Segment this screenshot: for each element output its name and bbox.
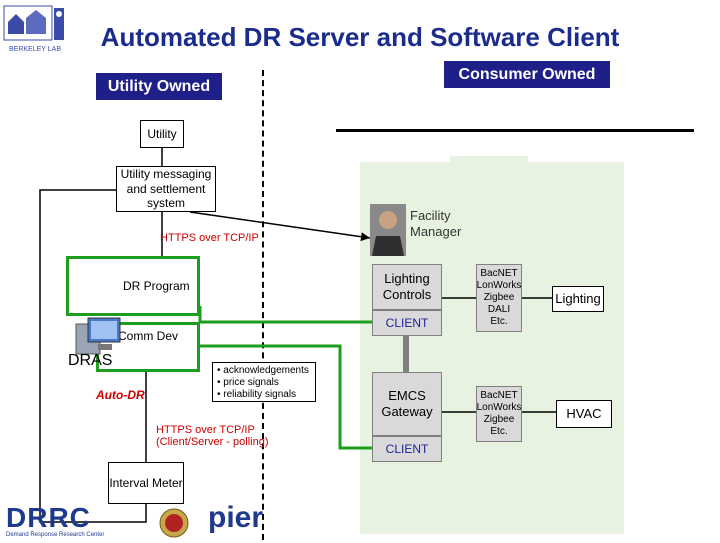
consumer-owned-tag: Consumer Owned (444, 61, 610, 88)
drrc-subtitle: Demand Response Research Center (6, 532, 105, 538)
utility-messaging-box: Utility messaging and settlement system (116, 166, 216, 212)
client-label-lighting: CLIENT (385, 316, 429, 330)
https-bottom-label: HTTPS over TCP/IP (156, 424, 255, 436)
comm-dev-box: Comm Dev (96, 322, 200, 372)
auto-dr-label: Auto-DR (96, 388, 145, 402)
signal-price: • price signals (217, 377, 279, 388)
dr-program-label: DR Program (123, 279, 190, 293)
https-bottom-sublabel: (Client/Server - polling) (156, 436, 269, 448)
client-box-emcs: CLIENT (372, 436, 442, 462)
facility-manager-photo (370, 204, 406, 256)
protocol-hvac-3: Zigbee (483, 414, 515, 425)
comm-dev-label: Comm Dev (117, 329, 178, 343)
dr-program-box: DR Program (66, 256, 200, 316)
utility-box: Utility (140, 120, 184, 148)
protocols-lighting-box: BacNET LonWorks Zigbee DALI Etc. (476, 264, 522, 332)
emcs-gateway-box: EMCS Gateway (372, 372, 442, 436)
drrc-logo: DRRC (6, 502, 91, 533)
pier-logo: pier (208, 501, 264, 534)
hvac-box: HVAC (556, 400, 612, 428)
ownership-divider (262, 70, 264, 540)
page-title: Automated DR Server and Software Client (100, 22, 620, 52)
protocol-lighting-1: BacNET (480, 268, 518, 279)
client-label-emcs: CLIENT (385, 442, 429, 456)
protocol-hvac-4: Etc. (490, 426, 508, 437)
signals-box: • acknowledgements • price signals • rel… (212, 362, 316, 402)
consumer-boundary-line (336, 129, 694, 132)
protocols-hvac-box: BacNET LonWorks Zigbee Etc. (476, 386, 522, 442)
https-top-label: HTTPS over TCP/IP (160, 232, 259, 244)
protocol-lighting-3: Zigbee (483, 292, 515, 303)
protocol-hvac-1: BacNET (480, 390, 518, 401)
lighting-box: Lighting (552, 286, 604, 312)
protocol-lighting-5: Etc. (490, 316, 508, 327)
dras-label: DRAS (68, 352, 113, 369)
dras-computer-icon (74, 316, 124, 356)
berkeley-lab-text: BERKELEY LAB (8, 46, 61, 53)
protocol-lighting-4: DALI (487, 304, 511, 315)
utility-owned-tag: Utility Owned (96, 73, 222, 100)
protocol-hvac-2: LonWorks (476, 402, 522, 413)
protocol-lighting-2: LonWorks (476, 280, 522, 291)
client-box-lighting: CLIENT (372, 310, 442, 336)
lighting-controls-box: Lighting Controls (372, 264, 442, 310)
facility-manager-label: Facility Manager (410, 208, 462, 239)
berkeley-lab-logo: BERKELEY LAB (2, 2, 68, 60)
interval-meter-box: Interval Meter (108, 462, 184, 504)
signal-reliability: • reliability signals (217, 389, 297, 400)
ca-energy-seal (158, 508, 190, 538)
signal-acknowledgements: • acknowledgements (217, 365, 309, 376)
consumer-zone-tab (450, 156, 528, 164)
